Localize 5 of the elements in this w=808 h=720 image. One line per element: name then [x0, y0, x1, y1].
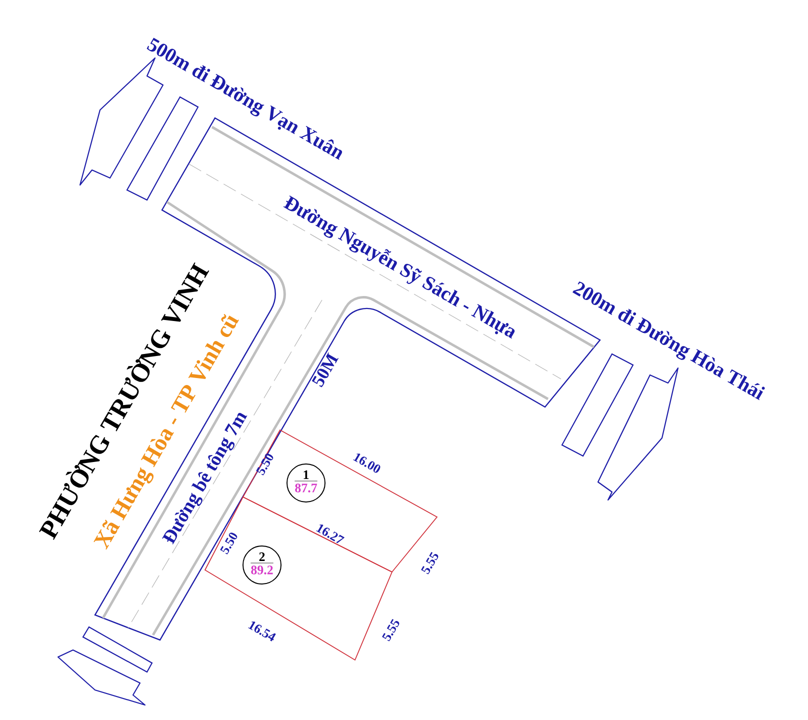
dimension-label: 16.27 — [316, 524, 344, 544]
dimension-label: 5.50 — [256, 454, 274, 476]
dimension-label: 16.54 — [248, 622, 276, 642]
dimension-label: 5.50 — [220, 532, 238, 554]
dimension-label: 16.00 — [353, 454, 380, 473]
